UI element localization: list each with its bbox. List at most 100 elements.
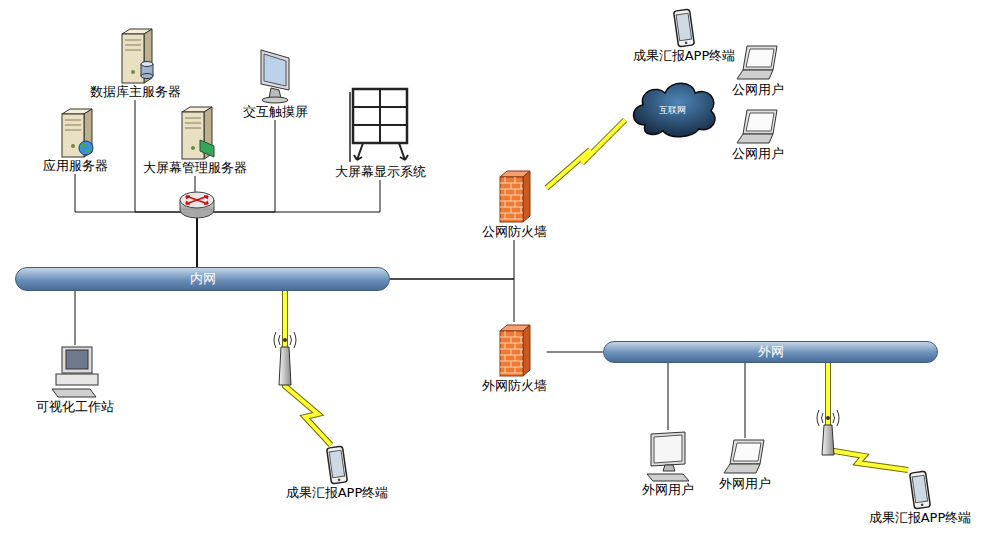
icon-part — [647, 474, 689, 481]
icon-part — [668, 363, 669, 430]
icon-part — [500, 331, 523, 376]
icon-part — [515, 177, 516, 183]
icon-part — [353, 124, 407, 126]
monitor-icon — [255, 48, 295, 104]
icon-part — [910, 471, 931, 509]
icon-part — [505, 367, 506, 373]
icon-part — [66, 350, 88, 369]
icon-part — [511, 361, 512, 367]
icon-part — [685, 41, 688, 44]
icon-part — [75, 174, 197, 267]
icon-part — [737, 134, 773, 143]
icon-part — [353, 106, 407, 108]
icon-part — [262, 97, 288, 103]
icon-part — [511, 349, 512, 355]
radio-waves — [817, 410, 839, 426]
firewall-icon — [496, 168, 532, 224]
icon-part — [390, 279, 514, 322]
icon-part — [651, 432, 685, 466]
device-label: 外网用户 — [642, 482, 694, 498]
network-cable — [745, 363, 746, 438]
icon-part — [521, 337, 522, 343]
access-point-symbol — [274, 332, 296, 385]
icon-part — [505, 177, 506, 183]
device-label: 数据库主服务器 — [90, 84, 181, 100]
icon-part — [663, 465, 675, 471]
wireless-link — [547, 120, 626, 188]
icon-part — [505, 201, 506, 207]
icon-part — [125, 45, 141, 46]
device-label: 可视化工作站 — [36, 399, 114, 415]
antenna-body — [822, 425, 834, 455]
extranet-band: 外网 — [603, 341, 938, 363]
icon-part — [743, 46, 777, 70]
icon-part — [521, 349, 522, 355]
icon-part — [125, 40, 141, 41]
antenna-tip — [283, 338, 287, 342]
icon-part — [674, 9, 695, 47]
network-cable — [390, 279, 514, 322]
network-cable — [75, 291, 76, 345]
icon-part — [185, 128, 201, 129]
device-label: 公网用户 — [732, 146, 784, 162]
icon-part — [125, 50, 141, 51]
icon-part — [515, 201, 516, 207]
public-firewall: 公网防火墙 — [482, 168, 547, 240]
icon-part — [733, 443, 761, 461]
icon-part — [200, 140, 214, 157]
laptop-icon — [735, 44, 781, 82]
icon-part — [285, 291, 331, 445]
icon-part — [71, 144, 75, 148]
icon-part — [65, 125, 81, 126]
wireless-link — [828, 363, 908, 470]
device-label: 外网用户 — [719, 476, 771, 492]
workstationMon-icon — [645, 430, 691, 482]
icon-part — [743, 110, 777, 134]
icon-part — [349, 92, 351, 162]
tablet-icon — [326, 445, 348, 485]
laptop-icon — [722, 438, 768, 476]
icon-part — [746, 113, 774, 131]
icon-part — [505, 331, 506, 337]
icon-part — [654, 435, 682, 463]
icon-part — [261, 50, 289, 90]
icon-part — [521, 207, 522, 213]
screen-management-server: 大屏幕管理服务器 — [143, 106, 247, 176]
device-label: 公网防火墙 — [482, 224, 547, 240]
icon-part — [523, 171, 530, 222]
icon-part — [141, 62, 153, 67]
icon-part — [264, 54, 286, 86]
icon-part — [79, 141, 93, 155]
icon-part — [521, 183, 522, 189]
icon-part — [745, 363, 746, 438]
icon-part — [515, 213, 516, 219]
antenna-body — [279, 347, 291, 385]
extranet-user-laptop: 外网用户 — [719, 438, 771, 492]
video-wall: 大屏幕显示系统 — [335, 86, 426, 180]
device-label: 外网防火墙 — [482, 378, 547, 394]
icon-part — [511, 337, 512, 343]
firewall-icon — [496, 322, 532, 378]
network-cable — [668, 363, 669, 430]
icon-part — [511, 195, 512, 201]
icon-part — [515, 331, 516, 337]
router-top — [180, 192, 214, 208]
antenna-tip — [826, 416, 830, 420]
icon-part — [511, 183, 512, 189]
icon-part — [547, 120, 626, 188]
db-icon — [114, 28, 156, 84]
device-label: 成果汇报APP终端 — [869, 510, 972, 526]
device-label: 公网用户 — [732, 82, 784, 98]
icon-part — [511, 207, 512, 213]
application-server: 应用服务器 — [43, 108, 108, 174]
icon-part — [921, 503, 924, 506]
icon-part — [131, 70, 135, 74]
icon-part — [505, 213, 506, 219]
device-label: 大屏幕管理服务器 — [143, 160, 247, 176]
icon-part — [633, 83, 715, 137]
icon-part — [122, 34, 144, 83]
icon-part — [141, 74, 153, 79]
tablet-icon — [909, 470, 931, 510]
icon-part — [327, 446, 348, 484]
